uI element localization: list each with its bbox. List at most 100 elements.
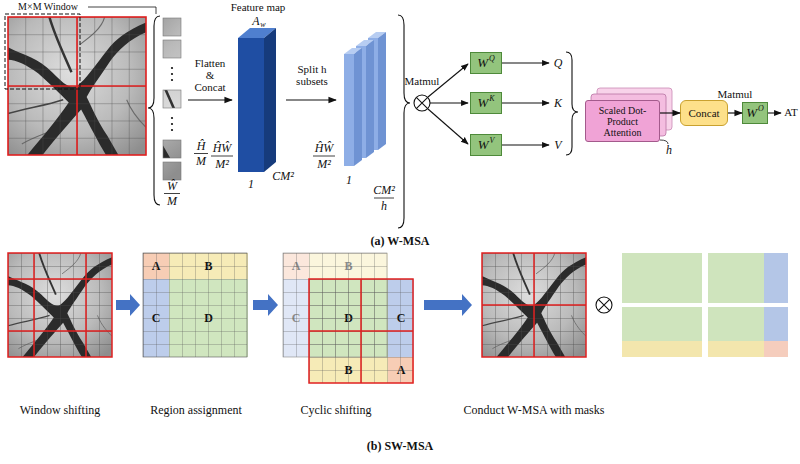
qkv-brace [566, 52, 578, 155]
node-superscript: Q [489, 54, 495, 63]
region-box: A [283, 253, 309, 279]
weight-box: WK [470, 92, 502, 114]
feature-map-block [238, 28, 276, 172]
head-count: h [666, 144, 672, 157]
attention-box: Scaled Dot-Product Attention [585, 100, 660, 142]
weight-box: WQ [470, 52, 502, 74]
shifted-region-grid [309, 279, 413, 383]
output-arrow [768, 112, 781, 113]
matmul-symbol [414, 95, 430, 111]
feature-map-title: Feature map [231, 2, 286, 14]
value-label: V [554, 139, 561, 152]
shifted-window-image [8, 253, 112, 357]
fraction-denominator: M [196, 155, 206, 168]
query-label: Q [554, 57, 563, 70]
window-patch [109, 54, 253, 198]
window-patch [55, 14, 199, 158]
region-grid [283, 253, 387, 357]
fraction-numerator: Ŵ [167, 180, 177, 193]
node-superscript: O [758, 104, 764, 113]
step-caption: Conduct W-MSA with masks [464, 404, 605, 417]
connector-arrow [728, 112, 742, 113]
region-box: B [309, 253, 388, 279]
right-brace [398, 15, 410, 228]
region-box: A [143, 253, 169, 279]
region-grid [143, 253, 247, 357]
node-text: A [292, 259, 301, 274]
output-label: AT [784, 107, 797, 119]
fraction-denominator: M² [215, 158, 229, 171]
region-box: A [388, 357, 414, 383]
region-box: C [283, 279, 309, 357]
dimension-label: 1 [248, 178, 254, 191]
crack-image [5, 14, 146, 155]
left-brace [148, 16, 160, 205]
node-text: Scaled Dot-Product Attention [588, 105, 657, 138]
step-arrow [253, 294, 278, 316]
window-patch [37, 36, 181, 180]
dimension-label: CM² [272, 170, 294, 183]
node-superscript: V [489, 136, 494, 145]
flatten-arrow [188, 99, 232, 100]
region-box: D [169, 279, 248, 357]
node-superscript: K [489, 94, 494, 103]
fraction-numerator: CM² [373, 184, 395, 197]
patch-outlines [163, 18, 181, 180]
ellipsis-dots [171, 67, 173, 131]
node-text: B [344, 363, 352, 378]
leader-line [88, 7, 156, 14]
edge-label: Matmul [718, 88, 753, 100]
step-arrow [116, 294, 140, 316]
subfigure-caption: (b) SW-MSA [367, 440, 434, 453]
window-border [8, 17, 146, 155]
window-highlight [5, 14, 80, 89]
arrow-label: Split h subsets [295, 64, 329, 88]
concat-box: Concat [680, 100, 728, 126]
window-divider [8, 17, 146, 155]
node-text: D [204, 311, 213, 326]
masked-window-image [482, 253, 586, 357]
region-box: D [309, 279, 388, 357]
window-size-label: M×M Window [18, 2, 78, 13]
weight-box: WO [742, 102, 768, 124]
node-text: W [477, 95, 488, 111]
node-text: A [397, 363, 406, 378]
region-box: C [143, 279, 169, 357]
crack-photo [8, 17, 146, 155]
projection-arrows [428, 63, 549, 145]
step-caption: Region assignment [150, 404, 242, 417]
node-text: C [397, 311, 406, 326]
patch-grid [8, 17, 146, 155]
subfigure-caption: (a) W-MSA [371, 235, 430, 248]
step-caption: Window shifting [20, 404, 101, 417]
fraction-numerator: ĤŴ [213, 142, 232, 155]
node-text: C [152, 311, 161, 326]
region-box: B [309, 357, 388, 383]
split-arrow [286, 99, 336, 100]
operation-label: Matmul [405, 76, 440, 88]
region-box: B [169, 253, 248, 279]
node-text: D [344, 311, 353, 326]
step-arrow [424, 294, 472, 316]
node-text: A [152, 259, 161, 274]
symbol-subscript: w [260, 21, 265, 30]
step-caption: Cyclic shifting [301, 404, 372, 417]
weight-box: WV [470, 134, 502, 156]
feature-map-symbol: A [252, 15, 259, 28]
fraction-denominator: M [167, 195, 177, 208]
window-patch [163, 18, 307, 162]
subset-slab [344, 48, 362, 166]
node-text: B [204, 259, 212, 274]
fraction-numerator: ĤŴ [315, 142, 334, 155]
node-text: C [292, 311, 301, 326]
connector-arrow [660, 112, 680, 113]
fraction-denominator: h [381, 200, 387, 213]
key-label: K [554, 97, 562, 110]
node-text: W [746, 105, 757, 121]
arrow-label: Flatten & Concat [191, 58, 229, 94]
node-text: Concat [688, 107, 719, 119]
node-text: W [477, 55, 488, 71]
